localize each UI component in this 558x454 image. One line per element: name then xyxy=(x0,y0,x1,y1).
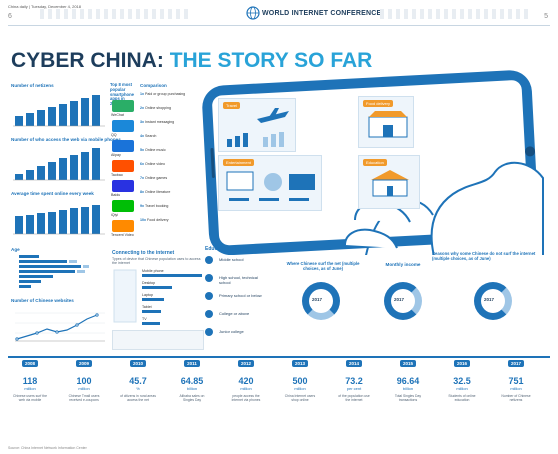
app-name-0: WeChat xyxy=(111,113,124,117)
comparison-item-5: Online video xyxy=(145,162,165,166)
app-name-2: Alipay xyxy=(111,153,121,157)
comparison-item-2: Instant messaging xyxy=(145,120,175,124)
education-item-0: Middle school xyxy=(219,257,244,262)
education-item-3: College or above xyxy=(219,311,250,316)
reason-donut xyxy=(474,282,512,320)
education-item-4: Junior college xyxy=(219,329,244,334)
screen-panel-travel: Travel xyxy=(218,98,296,152)
app-icon-iqiyi xyxy=(112,200,134,212)
comparison-item-6: Online games xyxy=(145,176,168,180)
websites-chart xyxy=(15,312,105,342)
where-heading: Where Chinese surf the net (multiple cho… xyxy=(286,261,360,271)
age-chart xyxy=(19,255,89,288)
income-donut xyxy=(384,282,422,320)
comparison-list: 1x Paid or group purchasing 2x Online sh… xyxy=(140,92,186,222)
svg-text:Mobile phone: Mobile phone xyxy=(142,269,164,273)
timeline-item-2008: 2008 118 million Chinese users surf the … xyxy=(13,360,47,402)
comparison-heading: Comparison xyxy=(140,83,167,88)
comparison-item-1: Online shopping xyxy=(145,106,171,110)
screen-travel-label: Travel xyxy=(223,102,240,109)
svg-text:Laptop: Laptop xyxy=(142,293,153,297)
education-heading: Educational background xyxy=(205,246,264,252)
comparison-item-0: Paid or group purchasing xyxy=(145,92,186,96)
app-name-4: Baidu xyxy=(111,193,121,197)
education-list: Middle school High school, technical sch… xyxy=(205,256,265,352)
app-name-6: Tencent Video xyxy=(111,233,134,237)
title-part1: CYBER CHINA: xyxy=(11,49,164,72)
app-icon-taobao xyxy=(112,160,134,172)
wic-logo-icon xyxy=(246,6,260,20)
app-icon-baidu xyxy=(112,180,134,192)
screen-panel-food: Food delivery xyxy=(358,96,414,148)
reason-donut-center: 2017 xyxy=(484,297,495,302)
footer-source: Source: China Internet Network Informati… xyxy=(8,446,87,450)
income-heading: Monthly income xyxy=(385,262,421,267)
header-decor-left xyxy=(40,9,190,19)
timeline-item-2013: 2013 500 million China Internet users sh… xyxy=(284,360,316,402)
school-icon xyxy=(371,170,409,197)
apps-list: WeChat QQ Alipay Taobao Baidu iQiyi Tenc… xyxy=(110,100,136,245)
header-decor-right xyxy=(380,9,530,19)
timeline: 2008 118 million Chinese users surf the … xyxy=(12,352,552,442)
airplane-icon xyxy=(257,108,289,123)
timeline-item-2009: 2009 100 million Chinese Tmall users rec… xyxy=(68,360,100,402)
travel-mini-chart xyxy=(227,132,284,147)
website-collage xyxy=(112,330,204,350)
svg-text:Desktop: Desktop xyxy=(142,281,155,285)
timeline-item-2012: 2012 420 million people access the inter… xyxy=(231,360,261,402)
timeline-item-2011: 2011 64.85 billion Alibaba sales on Sing… xyxy=(179,360,205,402)
app-name-1: QQ xyxy=(111,133,117,137)
connecting-heading: Connecting to the internet xyxy=(112,250,175,256)
education-item-1: High school, technical school xyxy=(219,275,258,285)
app-icon-alipay xyxy=(112,140,134,152)
svg-text:TV: TV xyxy=(142,317,147,321)
screen-food-label: Food delivery xyxy=(363,100,394,107)
app-name-3: Taobao xyxy=(111,173,123,177)
netizens-heading: Number of netizens xyxy=(11,83,54,88)
timeline-axis xyxy=(8,356,550,358)
websites-heading: Number of Chinese websites xyxy=(11,298,74,303)
hours-chart xyxy=(13,205,105,235)
header-publication: China daily | Tuesday, December 4, 2018 xyxy=(8,4,82,9)
income-donut-center: 2017 xyxy=(394,297,405,302)
hours-heading: Average time spent online every week xyxy=(11,191,94,196)
timeline-item-2014: 2014 73.2 per cent of the population use… xyxy=(338,360,370,402)
page-title: CYBER CHINA: THE STORY SO FAR xyxy=(11,50,372,72)
entertainment-illustration xyxy=(226,171,315,201)
timeline-item-2015: 2015 96.64 billion Total Singles Day tra… xyxy=(394,360,422,402)
page-number-left: 6 xyxy=(8,13,12,20)
comparison-item-4: Online music xyxy=(145,148,166,152)
app-icon-wechat xyxy=(112,100,134,112)
comparison-item-9: Food delivery xyxy=(147,218,169,222)
screen-panel-education: Education xyxy=(358,155,420,209)
storefront-icon xyxy=(368,111,408,138)
connecting-subheading: Types of device that Chinese population … xyxy=(112,257,201,265)
page-number-right: 5 xyxy=(544,13,548,20)
mobile-heading: Number of who access the web via mobile … xyxy=(11,137,121,142)
app-name-5: iQiyi xyxy=(111,213,118,217)
timeline-item-2017: 2017 751 million Number of Chinese netiz… xyxy=(501,360,531,402)
app-icon-tencent-video xyxy=(112,220,134,232)
app-icon-qq xyxy=(112,120,134,132)
title-part2: THE STORY SO FAR xyxy=(169,49,373,72)
where-donut xyxy=(302,282,340,320)
header-rule xyxy=(8,25,550,26)
timeline-item-2016: 2016 32.5 million Students of online edu… xyxy=(448,360,476,402)
netizens-chart xyxy=(13,95,105,127)
screen-entertainment-label: Entertainment xyxy=(223,159,254,166)
comparison-item-8: Travel booking xyxy=(144,204,169,208)
header-logo-text: WORLD INTERNET CONFERENCE xyxy=(262,10,382,17)
screen-education-label: Education xyxy=(363,159,387,166)
timeline-item-2010: 2010 45.7 % of citizens in rural areas a… xyxy=(120,360,156,402)
where-donut-center: 2017 xyxy=(312,297,323,302)
reason-heading: Reasons why some Chinese do not surf the… xyxy=(432,251,536,261)
screen-panel-entertainment: Entertainment xyxy=(218,155,322,211)
svg-text:Tablet: Tablet xyxy=(142,305,152,309)
mobile-chart xyxy=(13,148,105,181)
comparison-item-3: Search xyxy=(145,134,157,138)
comparison-item-7: Online literature xyxy=(145,190,171,194)
age-heading: Age xyxy=(11,247,20,252)
education-item-2: Primary school or below xyxy=(219,293,262,298)
